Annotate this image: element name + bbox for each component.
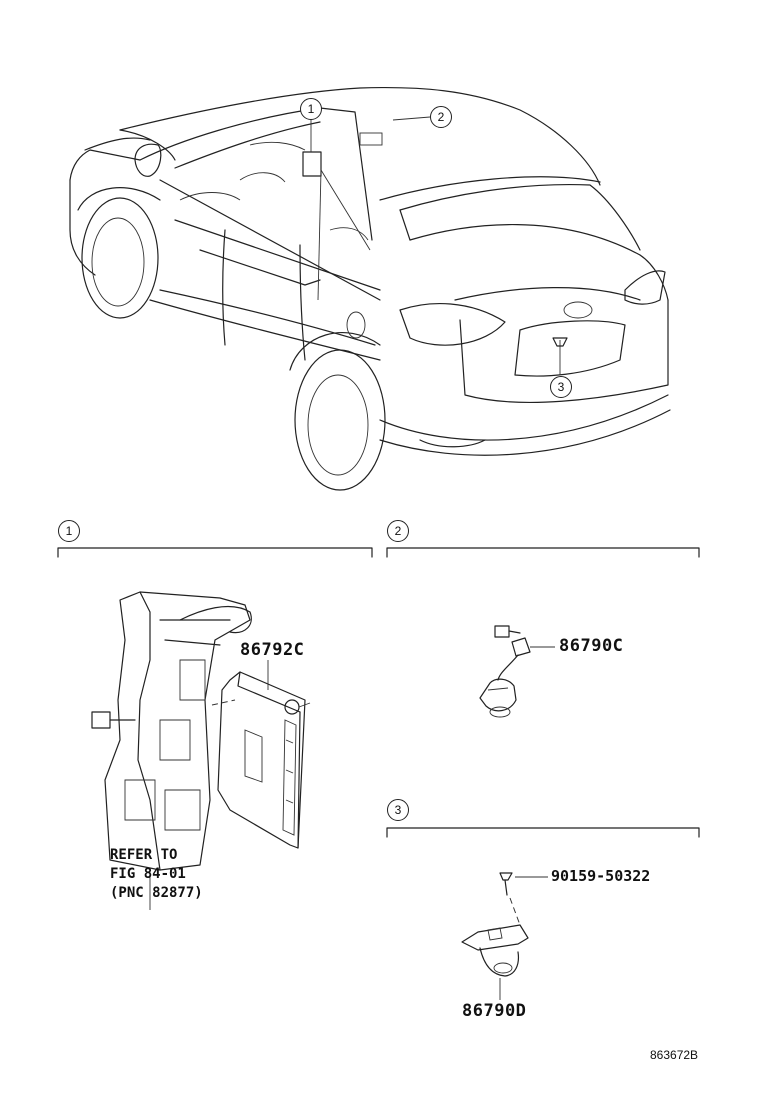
figure-code: 863672B: [650, 1048, 699, 1062]
part-label-86790c[interactable]: 86790C: [559, 636, 624, 656]
callout-2[interactable]: 2: [430, 106, 452, 128]
refer-note-line-1: REFER TO: [110, 847, 178, 863]
part-label-86790d[interactable]: 86790D: [462, 1001, 527, 1021]
refer-note-line-2: FIG 84-01: [110, 866, 186, 882]
callout-1[interactable]: 1: [300, 98, 322, 120]
part-label-86792c[interactable]: 86792C: [240, 640, 305, 660]
section-2-marker: 2: [387, 520, 409, 542]
callout-3[interactable]: 3: [550, 376, 572, 398]
section-3-marker: 3: [387, 799, 409, 821]
refer-note-line-3: (PNC 82877): [110, 885, 203, 901]
part-label-90159-50322[interactable]: 90159-50322: [551, 867, 651, 885]
section-1-marker: 1: [58, 520, 80, 542]
